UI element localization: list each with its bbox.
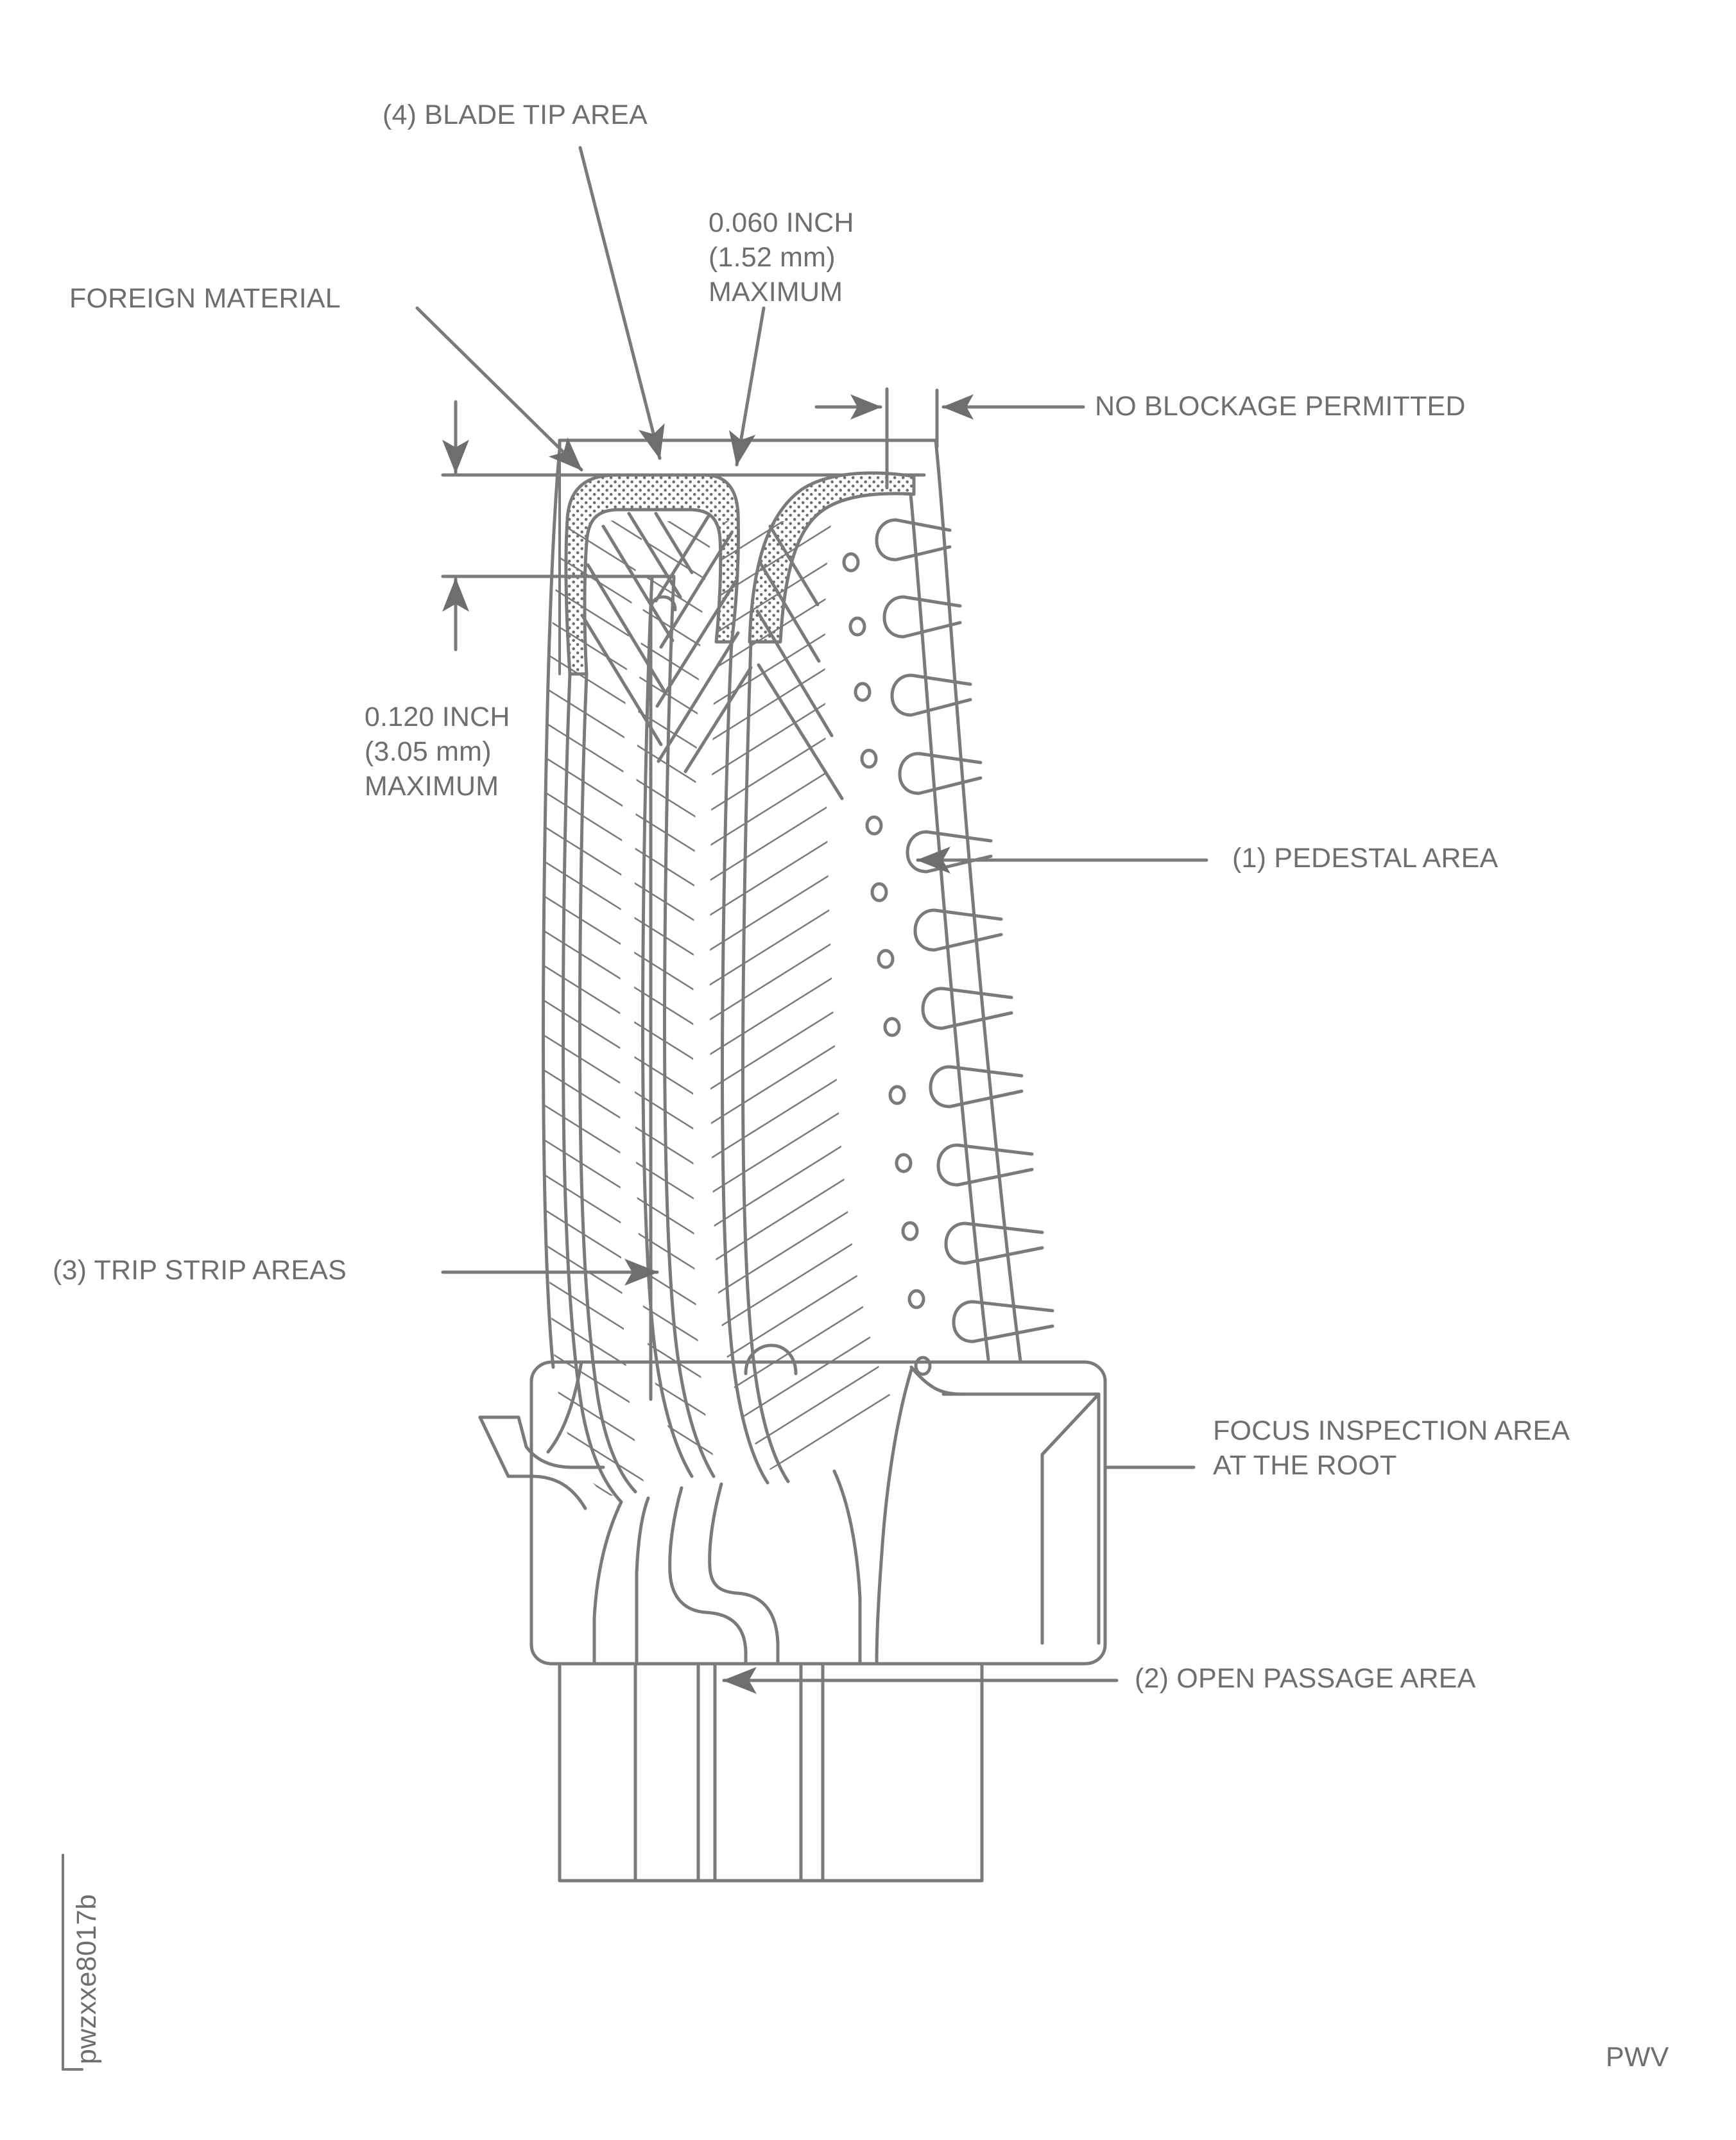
label-focus-inspection-root: AT THE ROOT (1213, 1450, 1397, 1481)
label-blade-tip-area: (4) BLADE TIP AREA (382, 99, 648, 130)
label-dim-depth-mm: (3.05 mm) (365, 736, 492, 767)
label-no-blockage-permitted: NO BLOCKAGE PERMITTED (1095, 391, 1466, 422)
label-dim-tip-maximum: MAXIMUM (709, 277, 843, 307)
label-focus-inspection-area: FOCUS INSPECTION AREA (1213, 1415, 1570, 1446)
label-trip-strip-areas: (3) TRIP STRIP AREAS (53, 1255, 347, 1286)
label-dim-tip-inch: 0.060 INCH (709, 207, 854, 238)
label-foreign-material: FOREIGN MATERIAL (69, 283, 341, 314)
label-pedestal-area: (1) PEDESTAL AREA (1232, 843, 1499, 874)
vendor-code: PWV (1606, 2042, 1669, 2073)
label-dim-depth-maximum: MAXIMUM (365, 771, 499, 802)
label-open-passage-area: (2) OPEN PASSAGE AREA (1135, 1663, 1476, 1694)
label-dim-depth-inch: 0.120 INCH (365, 702, 510, 732)
drawing-number: pwzxxe8017b (71, 1894, 102, 2064)
label-dim-tip-mm: (1.52 mm) (709, 242, 836, 273)
